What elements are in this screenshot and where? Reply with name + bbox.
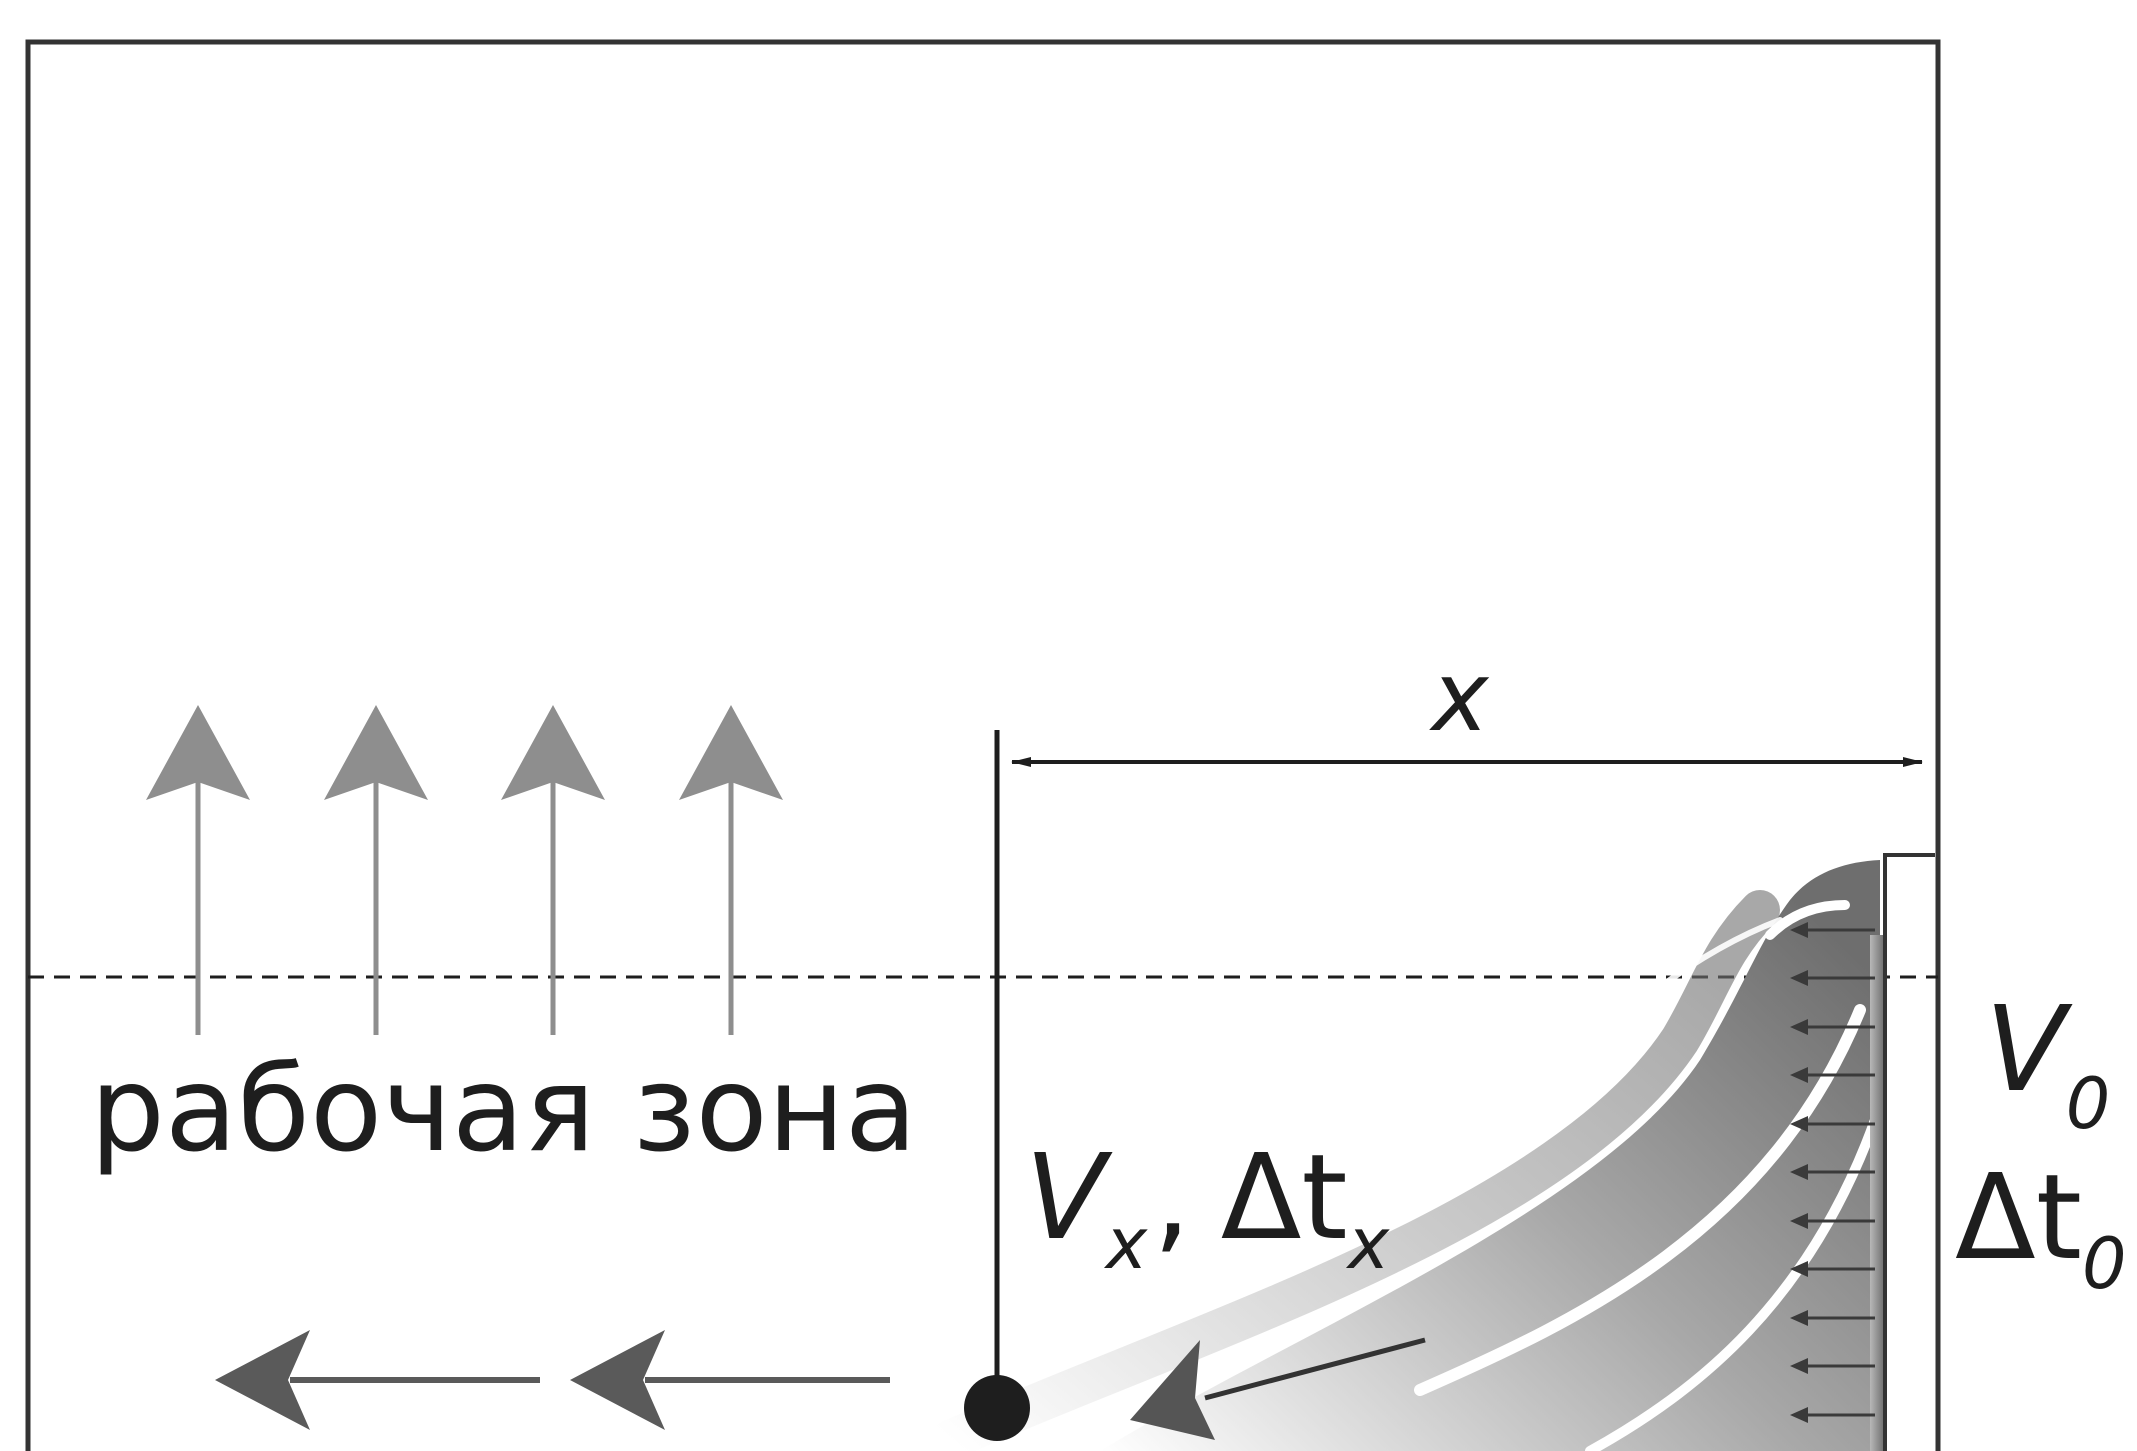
point-parameters-label: Vx,Δtx (1025, 1128, 1390, 1285)
supply-air-jet (930, 860, 1880, 1451)
upward-arrow (146, 705, 250, 1035)
room-outline (25, 39, 1941, 1451)
leftward-arrow (215, 1330, 540, 1430)
point-temp-delta-subscript: x (1346, 1203, 1390, 1285)
upward-arrow (679, 705, 783, 1035)
outlet-velocity-arrows (1790, 922, 1875, 1423)
outlet-temp-delta: Δt (1955, 1148, 2082, 1286)
upward-arrow (324, 705, 428, 1035)
point-temp-delta: Δt (1221, 1128, 1348, 1266)
outlet-velocity-subscript: 0 (2066, 1063, 2111, 1145)
jet-direction-arrow (1130, 1337, 1426, 1440)
leftward-arrows (215, 1330, 890, 1430)
leftward-arrow (570, 1330, 890, 1430)
measurement-point (964, 1375, 1030, 1441)
point-velocity: V (1025, 1128, 1113, 1266)
supply-opening (1883, 853, 1935, 1451)
outlet-velocity-label: V0 (1985, 980, 2110, 1145)
distance-label: x (1429, 641, 1490, 753)
outlet-velocity: V (1985, 980, 2073, 1118)
upward-arrow (501, 705, 605, 1035)
supply-wall (1790, 853, 1935, 1451)
upward-arrows (146, 705, 783, 1035)
outlet-temp-delta-subscript: 0 (2082, 1223, 2127, 1305)
point-velocity-subscript: x (1104, 1203, 1148, 1285)
working-zone-label: рабочая зона (90, 1040, 917, 1178)
outlet-temp-delta-label: Δt0 (1955, 1148, 2127, 1305)
separator: , (1153, 1128, 1191, 1266)
